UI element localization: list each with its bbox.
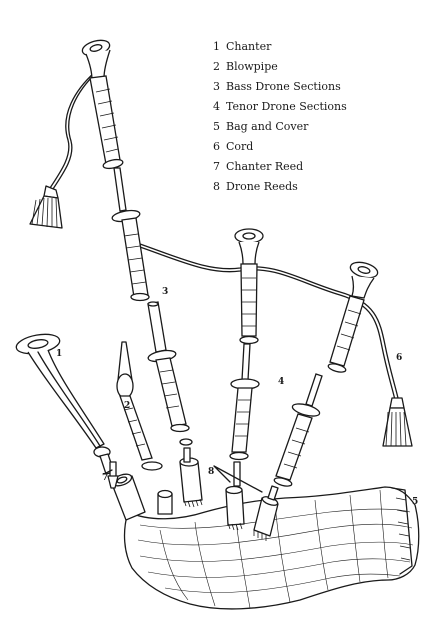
cord [49,71,399,401]
chanter [15,333,115,475]
bass-drone-bottom [147,349,193,446]
callout-tenor-drones: 4 [278,377,284,387]
bag [123,486,420,610]
callout-bass-drone: 3 [162,287,168,297]
callout-chanter-reed: 7 [102,473,108,483]
callout-bag: 5 [412,497,418,507]
bass-drone-top [81,39,127,212]
tenor-drone-right [273,261,379,487]
tassel-left [29,185,63,229]
callout-blowpipe: 2 [124,401,130,411]
blowpipe [116,341,163,471]
callout-cord: 6 [396,353,402,363]
tassel-right [382,397,413,447]
drone-reeds [183,447,279,501]
callout-leaders [103,465,263,493]
stocks [111,457,279,541]
tenor-drone-center [229,228,264,461]
callout-drone-reeds: 8 [208,467,214,477]
chanter-reed [107,461,119,489]
bass-drone-middle [111,209,167,353]
callout-chanter: 1 [56,349,62,359]
